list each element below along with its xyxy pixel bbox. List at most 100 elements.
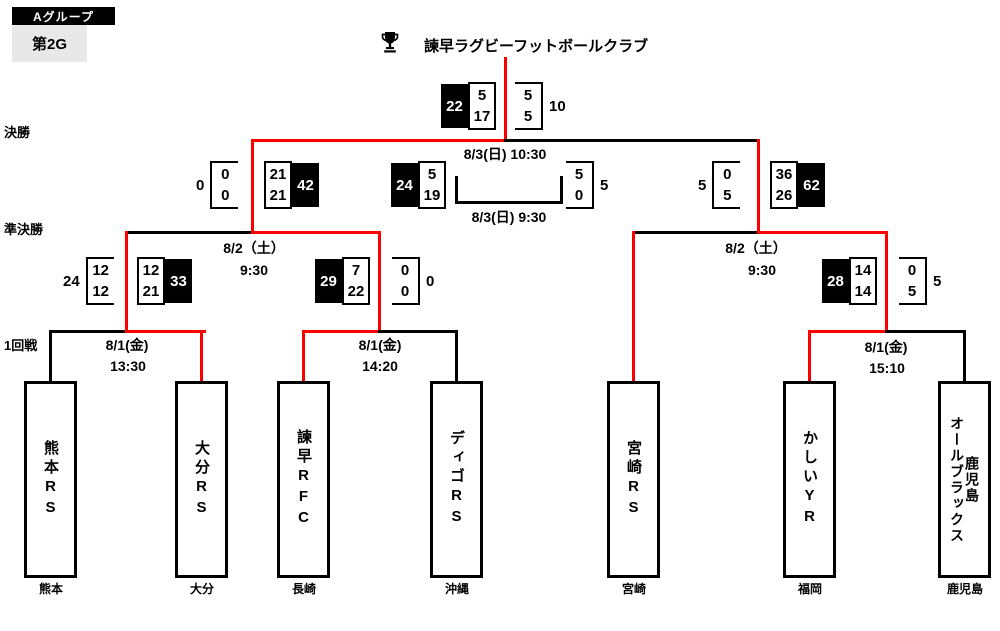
oita-entry-line [200, 330, 203, 382]
round1-center-time: 14:20 [362, 358, 398, 374]
third-place-right-score: 5 0 5 [566, 161, 608, 209]
semifinal-right-b-half1: 36 [775, 166, 793, 183]
final-right-halves: 5 5 [515, 82, 543, 130]
round1-right-time: 15:10 [869, 360, 905, 376]
round1-center-b-half1: 0 [400, 262, 410, 279]
team-box-kagoshima-all-blacks: オールブラックス 鹿児島 [938, 381, 991, 578]
kumamoto-entry-line [49, 330, 52, 382]
third-place-bracket-bottom [455, 201, 563, 204]
semifinal-left-a-score: 0 0 0 [196, 161, 239, 209]
team-name-isahaya-rfc: 諫早RFC [295, 429, 312, 530]
third-place-left-total: 24 [391, 163, 418, 207]
team-name-digo-rs: ディゴRS [448, 430, 465, 529]
round-label-first-round: 1回戦 [4, 338, 38, 353]
round1-left-b-score: 12 21 33 [137, 257, 192, 305]
team-box-oita-rs: 大分RS [175, 381, 228, 578]
prefecture-label-miyazaki: 宮崎 [621, 582, 647, 596]
semifinal-right-line-left [632, 231, 760, 234]
round1-center-a-score: 29 7 22 [315, 257, 370, 305]
third-place-left-score: 24 5 19 [391, 161, 446, 209]
round1-right-advance-line [885, 231, 888, 333]
third-place-bracket-right [560, 176, 563, 204]
round1-center-a-half2: 22 [347, 283, 365, 300]
champion-line [504, 57, 507, 142]
round-label-final: 決勝 [4, 125, 31, 140]
final-right-score: 5 5 10 [515, 82, 566, 130]
semifinal-left-a-total: 0 [196, 176, 205, 194]
round1-left-line-right [125, 330, 206, 333]
round1-left-a-score: 24 12 12 [63, 257, 114, 305]
semifinal-right-advance-line [757, 139, 760, 234]
prefecture-label-kumamoto: 熊本 [38, 582, 64, 596]
group-tab: Aグループ [12, 7, 115, 25]
team-name-kagoshima-col-right: 鹿児島 [964, 455, 980, 504]
third-place-right-half2: 0 [574, 187, 584, 204]
round1-left-time: 13:30 [110, 358, 146, 374]
round1-center-line-right [378, 330, 458, 333]
team-name-kumamoto-rs: 熊本RS [42, 439, 59, 520]
semifinal-right-b-score: 36 26 62 [770, 161, 825, 209]
semifinal-right-a-score: 5 0 5 [698, 161, 741, 209]
semifinal-left-a-halves: 0 0 [210, 161, 239, 209]
round1-left-b-half1: 12 [142, 262, 160, 279]
third-place-left-half1: 5 [427, 166, 437, 183]
team-box-miyazaki-rs: 宮崎RS [607, 381, 660, 578]
round1-right-b-halves: 0 5 [899, 257, 927, 305]
round1-right-b-score: 0 5 5 [899, 257, 941, 305]
round1-left-b-half2: 21 [142, 283, 160, 300]
semifinal-left-advance-line [251, 139, 254, 234]
semifinal-left-b-score: 21 21 42 [264, 161, 319, 209]
round1-center-b-halves: 0 0 [392, 257, 420, 305]
semifinal-left-b-half2: 21 [269, 187, 287, 204]
semifinal-left-a-half2: 0 [221, 187, 230, 204]
team-name-miyazaki-rs: 宮崎RS [625, 439, 642, 520]
team-box-digo-rs: ディゴRS [430, 381, 483, 578]
round1-center-b-half2: 0 [400, 283, 410, 300]
kagoshima-entry-line [963, 330, 966, 382]
round1-left-b-total: 33 [165, 259, 192, 303]
round1-left-advance-line [125, 231, 128, 333]
round1-left-line-left [49, 330, 128, 333]
semifinal-right-b-halves: 36 26 [770, 161, 798, 209]
round1-center-a-half1: 7 [351, 262, 361, 279]
prefecture-label-kagoshima: 鹿児島 [946, 582, 984, 596]
game-tab: 第2G [12, 25, 87, 62]
round1-left-b-halves: 12 21 [137, 257, 165, 305]
third-place-right-total: 5 [600, 176, 609, 194]
semifinal-left-line-left [125, 231, 254, 234]
miyazaki-bye-line [632, 231, 635, 381]
team-box-kashii-yr: かしいYR [783, 381, 836, 578]
semifinal-left-b-halves: 21 21 [264, 161, 292, 209]
third-place-right-halves: 5 0 [566, 161, 594, 209]
semifinal-right-a-halves: 0 5 [712, 161, 741, 209]
third-place-right-half1: 5 [574, 166, 584, 183]
final-left-total: 22 [441, 84, 468, 128]
semifinal-right-line-right [757, 231, 888, 234]
round1-right-a-halves: 14 14 [849, 257, 877, 305]
final-left-half2: 17 [473, 108, 491, 125]
third-place-left-half2: 19 [423, 187, 441, 204]
champion-name: 諫早ラグビーフットボールクラブ [424, 38, 649, 55]
semifinal-left-b-total: 42 [292, 163, 319, 207]
team-box-kumamoto-rs: 熊本RS [24, 381, 77, 578]
round1-right-line-right [885, 330, 966, 333]
round1-right-a-half1: 14 [854, 262, 872, 279]
semifinal-right-b-half2: 26 [775, 187, 793, 204]
prefecture-label-nagasaki: 長崎 [291, 582, 317, 596]
kashii-entry-line [808, 330, 811, 382]
semifinal-right-a-total: 5 [698, 176, 707, 194]
round1-left-a-total: 24 [63, 272, 80, 290]
team-name-kagoshima-col-left: オールブラックス [949, 415, 965, 544]
semifinal-left-date: 8/2（土） [223, 240, 285, 256]
round1-center-b-score: 0 0 0 [392, 257, 434, 305]
trophy-icon [380, 31, 400, 53]
prefecture-label-fukuoka: 福岡 [797, 582, 823, 596]
round1-left-a-half2: 12 [92, 283, 110, 300]
round1-left-a-half1: 12 [92, 262, 110, 279]
semifinal-left-b-half1: 21 [269, 166, 287, 183]
final-schedule: 8/3(日) 10:30 [463, 146, 547, 162]
semifinal-right-date: 8/2（土） [725, 240, 787, 256]
round1-right-line-left [808, 330, 888, 333]
round1-right-a-total: 28 [822, 259, 849, 303]
